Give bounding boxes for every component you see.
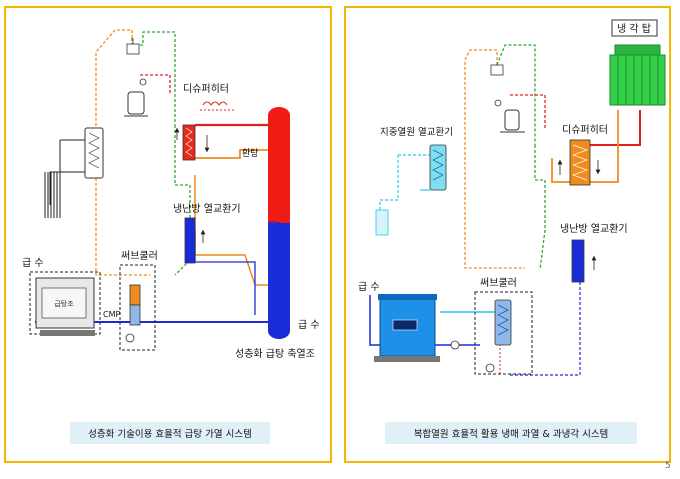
- right-blue-dashed-pipe: [510, 255, 581, 376]
- left-expansion-valve: [126, 38, 140, 55]
- left-unit-base: [40, 330, 95, 336]
- page-number: 5: [665, 461, 671, 471]
- right-expansion-valve: [490, 64, 504, 76]
- left-panel: 급탕조 디슈퍼히터 환탕 냉난방 열교환기 써브쿨러 급 수 급 수 성층화 급…: [4, 6, 332, 463]
- left-cmp-label: CMP: [103, 310, 120, 319]
- right-ground-tank: [375, 209, 389, 236]
- left-green-dashed-pipe-2: [174, 125, 191, 276]
- right-subcooler-exchanger: [494, 299, 512, 346]
- right-orange-dashed-pipe: [464, 49, 525, 269]
- right-red-tower-pipe: [590, 110, 641, 146]
- left-subcooler-exchanger: [129, 284, 141, 326]
- left-hvac-exchanger-label: 냉난방 열교환기: [173, 203, 241, 215]
- left-subcooler-dashed-box: [119, 264, 156, 351]
- right-supply-water-label: 급 수: [358, 281, 380, 293]
- right-subcooler-dashed-box: [474, 291, 533, 375]
- right-cooling-tower-label-box: [611, 19, 658, 37]
- left-drain-valve: [125, 333, 135, 343]
- left-ground-coil: [44, 172, 61, 218]
- right-caption: 복합열원 효율적 활용 냉매 과열 & 과냉각 시스템: [414, 428, 609, 440]
- left-supply-water-label: 급 수: [22, 257, 44, 269]
- left-compressor: [124, 78, 148, 117]
- right-heat-pump-unit: [378, 294, 437, 357]
- left-return-water-label: 환탕: [242, 147, 259, 159]
- right-orange-tower-return: [590, 110, 619, 183]
- left-subcooler-label: 써브쿨러: [121, 250, 158, 262]
- left-orange-dashed-pipe: [95, 29, 150, 276]
- right-unit-base: [374, 356, 440, 362]
- right-orange-solid-pipe: [551, 158, 570, 183]
- left-hvac-exchanger: [184, 217, 196, 264]
- right-green-dashed-pipe-2: [534, 145, 546, 271]
- left-caption-box: [70, 422, 270, 444]
- left-desuperheater-coil: [202, 101, 228, 106]
- right-caption-box: [385, 422, 637, 444]
- left-stratified-tank: [267, 107, 291, 339]
- right-panel: 냉 각 탑 지중열원 열교환기 디슈퍼히터 냉난: [344, 6, 671, 463]
- right-cooling-tower-label: 냉 각 탑: [617, 23, 651, 35]
- right-cooling-tower: [609, 44, 666, 106]
- right-ground-exchanger-label: 지중열원 열교환기: [380, 126, 453, 138]
- right-pump-valve: [450, 340, 495, 373]
- left-desuperheater-exchanger: [182, 124, 196, 161]
- right-desuperheater-label: 디슈퍼히터: [562, 124, 608, 136]
- left-red-dashed-pipe: [140, 74, 171, 95]
- right-red-dashed-pipe: [510, 94, 546, 130]
- left-unit-box: [35, 277, 95, 329]
- left-caption: 성층화 기술이용 효율적 급탕 가열 시스템: [88, 428, 252, 440]
- right-hvac-exchanger-label: 냉난방 열교환기: [560, 223, 628, 235]
- right-subcooler-label: 써브쿨러: [480, 277, 517, 289]
- right-compressor: [494, 99, 525, 133]
- left-supply-water-right-label: 급 수: [298, 319, 320, 331]
- right-hvac-exchanger: [571, 239, 585, 283]
- right-ground-exchanger: [429, 144, 447, 191]
- left-tank-label: 성층화 급탕 축열조: [235, 348, 315, 360]
- left-desuperheater-label: 디슈퍼히터: [183, 83, 229, 95]
- left-orange-return-pipe: [195, 149, 272, 159]
- right-desuperheater-exchanger: [569, 139, 591, 186]
- left-unit-box-label: 급탕조: [54, 299, 74, 308]
- left-ground-heat-exchanger: [84, 127, 104, 179]
